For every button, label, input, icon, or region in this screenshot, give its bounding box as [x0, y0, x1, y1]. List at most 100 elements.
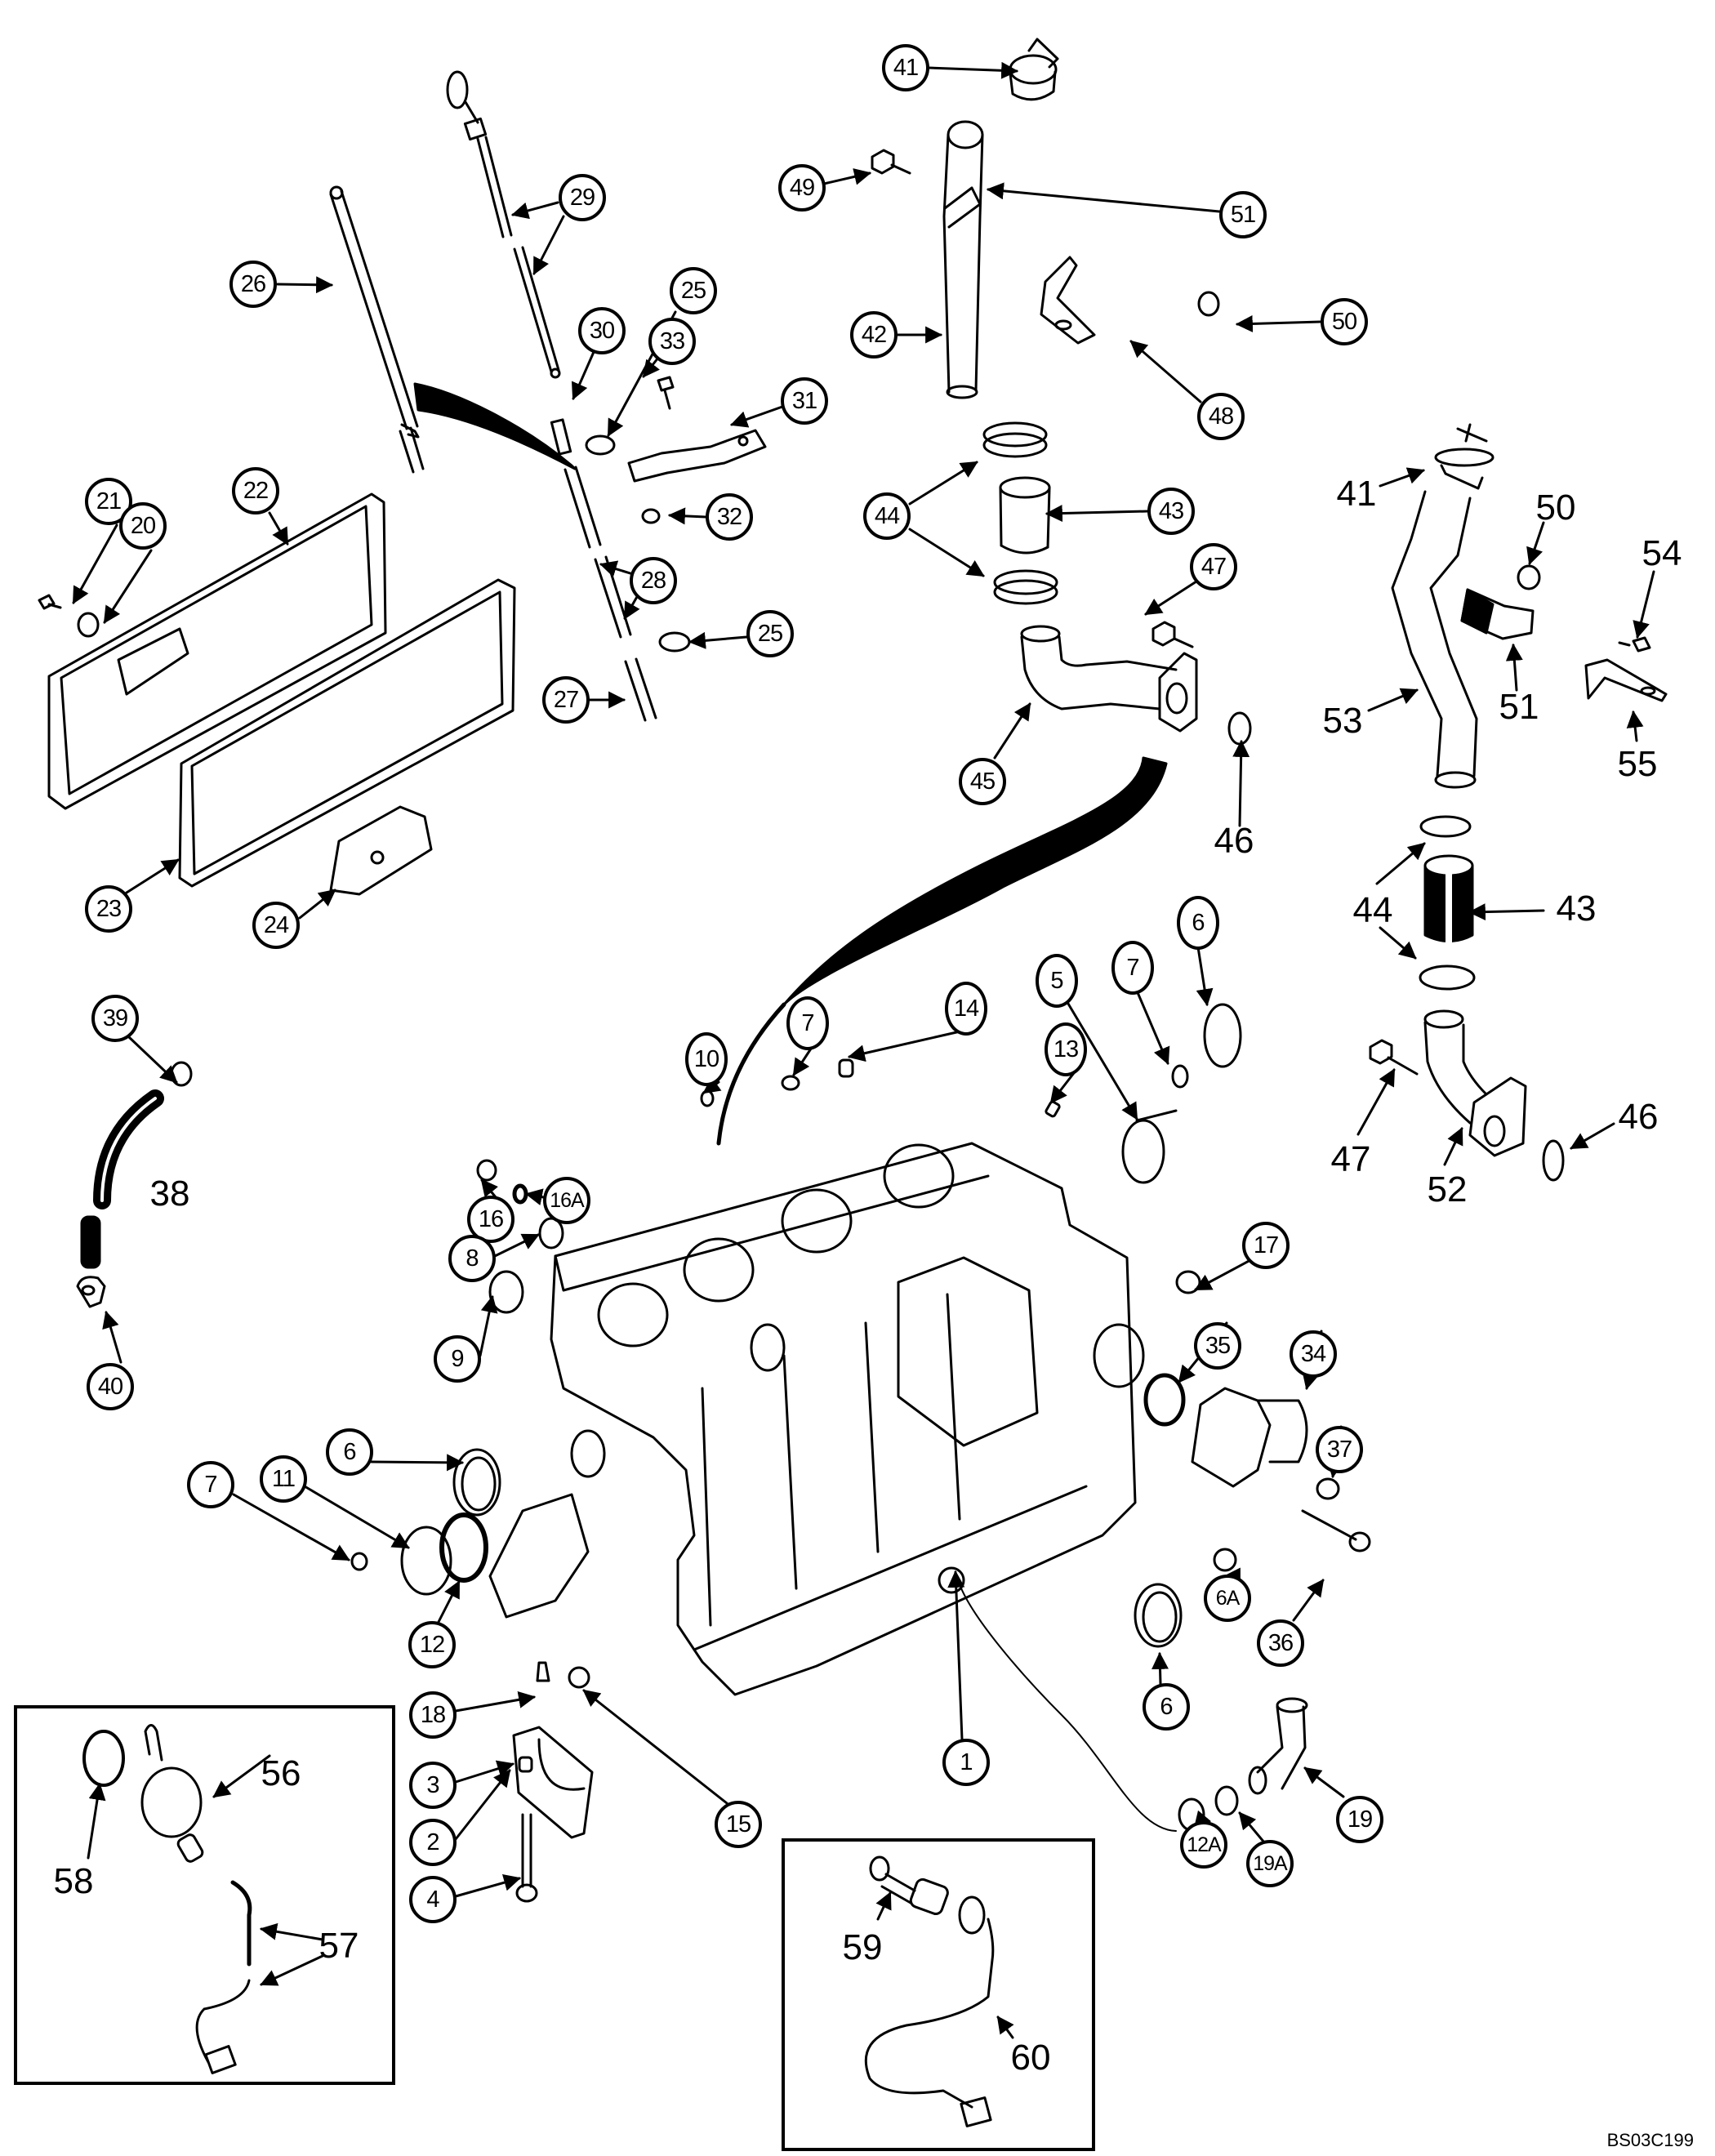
bracket-48[interactable] [1040, 256, 1096, 345]
callout-3[interactable]: 3 [409, 1762, 457, 1809]
grommet-20[interactable] [77, 612, 100, 638]
o-ring-58[interactable] [82, 1730, 125, 1787]
o-ring-35[interactable] [1143, 1373, 1186, 1427]
plug-6A[interactable] [1213, 1548, 1237, 1572]
label-41-right[interactable]: 41 [1336, 474, 1377, 514]
plug-11[interactable] [400, 1526, 452, 1596]
bushing-5[interactable] [1121, 1109, 1178, 1184]
callout-49[interactable]: 49 [778, 164, 826, 212]
thermostat-housing-34[interactable] [1191, 1387, 1308, 1488]
label-57[interactable]: 57 [318, 1926, 359, 1966]
pin-13[interactable] [1045, 1100, 1061, 1118]
label-44-right[interactable]: 44 [1352, 890, 1393, 930]
callout-7-left[interactable]: 7 [187, 1461, 234, 1508]
label-56[interactable]: 56 [261, 1753, 301, 1793]
label-51-right[interactable]: 51 [1499, 687, 1539, 727]
callout-44[interactable]: 44 [863, 492, 911, 540]
callout-13[interactable]: 13 [1045, 1022, 1087, 1076]
callout-6-left[interactable]: 6 [326, 1428, 373, 1476]
label-52[interactable]: 52 [1427, 1169, 1468, 1209]
o-ring-46-center[interactable] [1227, 711, 1252, 746]
hose-38-upper[interactable] [93, 1089, 164, 1209]
clip-39[interactable] [170, 1061, 193, 1087]
callout-16A[interactable]: 16A [543, 1177, 590, 1224]
power-cord-60[interactable] [864, 1895, 995, 2127]
dowel-18[interactable] [536, 1661, 550, 1682]
callout-40[interactable]: 40 [87, 1363, 134, 1410]
callout-24[interactable]: 24 [252, 902, 300, 949]
cylinder-block-1[interactable] [488, 1142, 1145, 1696]
label-47-right[interactable]: 47 [1330, 1139, 1371, 1179]
label-55[interactable]: 55 [1617, 744, 1658, 784]
nut-50-right[interactable] [1517, 564, 1541, 590]
clip-25-top[interactable] [585, 434, 616, 456]
plug-7-right[interactable] [1171, 1064, 1189, 1089]
o-ring-12[interactable] [439, 1512, 488, 1583]
elbow-tube-19[interactable] [1248, 1697, 1308, 1795]
label-46-right[interactable]: 46 [1618, 1097, 1659, 1137]
callout-6-top[interactable]: 6 [1177, 896, 1219, 950]
callout-27[interactable]: 27 [542, 676, 590, 724]
callout-39[interactable]: 39 [91, 995, 139, 1042]
bolt-47-right[interactable] [1369, 1039, 1419, 1076]
callout-6A[interactable]: 6A [1204, 1575, 1251, 1622]
tube-30[interactable] [550, 418, 572, 456]
callout-15[interactable]: 15 [715, 1801, 762, 1848]
plug-7-left[interactable] [350, 1552, 368, 1571]
bolt-47[interactable] [1152, 621, 1194, 648]
callout-50[interactable]: 50 [1321, 298, 1368, 345]
plug-15[interactable] [568, 1666, 590, 1689]
bolt-33[interactable] [657, 376, 675, 410]
bolt-36[interactable] [1301, 1509, 1371, 1552]
main-bearing-cap-2[interactable] [512, 1726, 594, 1839]
bolt-4[interactable] [515, 1813, 538, 1903]
seal-6-left[interactable] [452, 1448, 501, 1517]
elbow-tube-45[interactable] [1020, 625, 1198, 733]
dowel-3[interactable] [518, 1756, 533, 1773]
callout-43[interactable]: 43 [1147, 488, 1195, 535]
hose-clamp-44-bottom[interactable] [993, 569, 1058, 605]
label-58[interactable]: 58 [53, 1861, 94, 1901]
callout-45[interactable]: 45 [959, 758, 1006, 805]
label-60[interactable]: 60 [1010, 2038, 1051, 2078]
callout-2[interactable]: 2 [409, 1819, 457, 1866]
bolt-54[interactable] [1618, 636, 1651, 653]
callout-8[interactable]: 8 [448, 1235, 496, 1282]
hose-clamp-44-right-bottom[interactable] [1419, 964, 1476, 991]
callout-42[interactable]: 42 [850, 311, 898, 359]
callout-37[interactable]: 37 [1316, 1426, 1363, 1473]
callout-19A[interactable]: 19A [1246, 1840, 1294, 1887]
callout-20[interactable]: 20 [119, 502, 167, 550]
block-heater-56[interactable] [140, 1724, 204, 1864]
label-46-center[interactable]: 46 [1214, 821, 1254, 861]
callout-31[interactable]: 31 [781, 377, 828, 425]
callout-51[interactable]: 51 [1219, 191, 1267, 238]
block-heater-59[interactable] [869, 1855, 950, 1916]
o-ring-16A[interactable] [512, 1183, 528, 1205]
label-50-right[interactable]: 50 [1535, 488, 1576, 528]
filler-cap-41[interactable] [1009, 38, 1059, 101]
tube-fitting-27[interactable] [624, 657, 657, 722]
clip-25-bottom[interactable] [658, 631, 691, 653]
callout-47[interactable]: 47 [1190, 543, 1237, 590]
bracket-31[interactable] [627, 429, 767, 483]
callout-32[interactable]: 32 [706, 493, 753, 541]
callout-25-bottom[interactable]: 25 [746, 610, 794, 657]
label-59[interactable]: 59 [842, 1927, 883, 1967]
plate-24[interactable] [329, 805, 433, 896]
hose-43-right[interactable] [1423, 854, 1474, 947]
filler-tube-53[interactable] [1391, 490, 1478, 789]
callout-23[interactable]: 23 [85, 885, 132, 933]
bolt-21[interactable] [38, 594, 62, 610]
clamp-51-right[interactable] [1460, 588, 1535, 640]
callout-29[interactable]: 29 [559, 174, 606, 221]
elbow-tube-52[interactable] [1423, 1009, 1527, 1157]
callout-41[interactable]: 41 [882, 44, 929, 91]
callout-14[interactable]: 14 [945, 982, 987, 1036]
plug-6-top[interactable] [1203, 1003, 1242, 1068]
callout-36[interactable]: 36 [1257, 1619, 1304, 1667]
callout-17[interactable]: 17 [1242, 1222, 1290, 1269]
callout-28[interactable]: 28 [630, 557, 677, 604]
hose-clamp-44-right-top[interactable] [1419, 815, 1472, 838]
hose-38-lower[interactable] [80, 1215, 101, 1269]
